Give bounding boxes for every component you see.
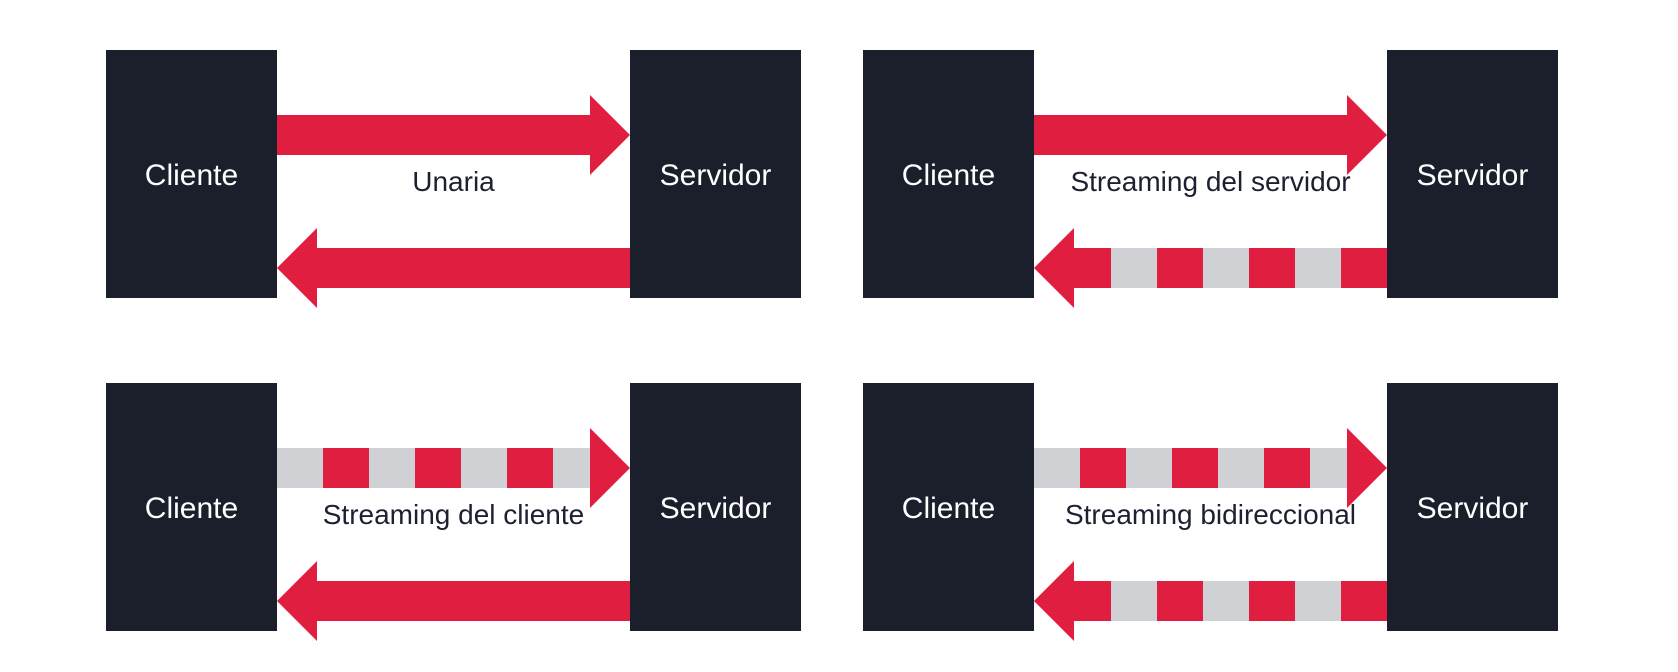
request-arrow bbox=[277, 95, 630, 175]
server-box bbox=[630, 383, 801, 631]
arrow-head-left bbox=[277, 228, 317, 308]
stream-gap bbox=[369, 448, 415, 488]
stream-message bbox=[1074, 581, 1111, 621]
arrow-shaft bbox=[1034, 115, 1347, 155]
server-label: Servidor bbox=[660, 159, 772, 192]
arrow-head-left bbox=[1034, 228, 1074, 308]
client-box bbox=[106, 50, 277, 298]
request-arrow bbox=[1034, 95, 1387, 175]
stream-message bbox=[1341, 581, 1387, 621]
server-box bbox=[630, 50, 801, 298]
server-label: Servidor bbox=[660, 492, 772, 525]
arrow-shaft bbox=[317, 248, 630, 288]
stream-message bbox=[415, 448, 461, 488]
stream-gap bbox=[1310, 448, 1347, 488]
arrow-head-right bbox=[590, 428, 630, 508]
stream-message bbox=[323, 448, 369, 488]
response-arrow bbox=[1034, 228, 1387, 308]
arrow-head-right bbox=[1347, 428, 1387, 508]
stream-gap bbox=[1203, 581, 1249, 621]
arrow-head-right bbox=[590, 95, 630, 175]
stream-gap bbox=[1126, 448, 1172, 488]
stream-message bbox=[1080, 448, 1126, 488]
mode-label: Unaria bbox=[412, 166, 495, 197]
panel-unary: Cliente Servidor Unaria bbox=[106, 50, 801, 308]
client-label: Cliente bbox=[145, 492, 238, 525]
stream-gap bbox=[1295, 248, 1341, 288]
server-label: Servidor bbox=[1417, 492, 1529, 525]
stream-gap bbox=[1295, 581, 1341, 621]
client-label: Cliente bbox=[145, 159, 238, 192]
mode-label: Streaming del servidor bbox=[1070, 166, 1350, 197]
panel-server-streaming: Cliente Servidor Streaming del servidor bbox=[863, 50, 1558, 308]
stream-gap bbox=[1111, 581, 1157, 621]
client-box bbox=[863, 383, 1034, 631]
response-arrow bbox=[277, 561, 630, 641]
stream-gap bbox=[1203, 248, 1249, 288]
stream-message bbox=[1249, 581, 1295, 621]
stream-message bbox=[1341, 248, 1387, 288]
stream-message bbox=[1157, 581, 1203, 621]
response-arrow bbox=[1034, 561, 1387, 641]
arrow-head-left bbox=[1034, 561, 1074, 641]
stream-gap bbox=[1034, 448, 1080, 488]
response-arrow bbox=[277, 228, 630, 308]
panel-bidirectional-streaming: Cliente Servidor Streaming bidireccional bbox=[863, 383, 1558, 641]
stream-message bbox=[1264, 448, 1310, 488]
arrow-shaft bbox=[317, 581, 630, 621]
stream-gap bbox=[277, 448, 323, 488]
request-arrow bbox=[1034, 428, 1387, 508]
mode-label: Streaming bidireccional bbox=[1065, 499, 1356, 530]
stream-gap bbox=[1218, 448, 1264, 488]
stream-message bbox=[507, 448, 553, 488]
stream-message bbox=[1157, 248, 1203, 288]
arrow-head-left bbox=[277, 561, 317, 641]
stream-gap bbox=[553, 448, 590, 488]
panel-client-streaming: Cliente Servidor Streaming del cliente bbox=[106, 383, 801, 641]
server-box bbox=[1387, 383, 1558, 631]
stream-message bbox=[1074, 248, 1111, 288]
stream-message bbox=[1172, 448, 1218, 488]
server-box bbox=[1387, 50, 1558, 298]
mode-label: Streaming del cliente bbox=[323, 499, 584, 530]
client-box bbox=[863, 50, 1034, 298]
stream-message bbox=[1249, 248, 1295, 288]
arrow-shaft bbox=[277, 115, 590, 155]
client-box bbox=[106, 383, 277, 631]
request-arrow bbox=[277, 428, 630, 508]
stream-gap bbox=[1111, 248, 1157, 288]
server-label: Servidor bbox=[1417, 159, 1529, 192]
arrow-head-right bbox=[1347, 95, 1387, 175]
client-label: Cliente bbox=[902, 492, 995, 525]
client-label: Cliente bbox=[902, 159, 995, 192]
stream-gap bbox=[461, 448, 507, 488]
